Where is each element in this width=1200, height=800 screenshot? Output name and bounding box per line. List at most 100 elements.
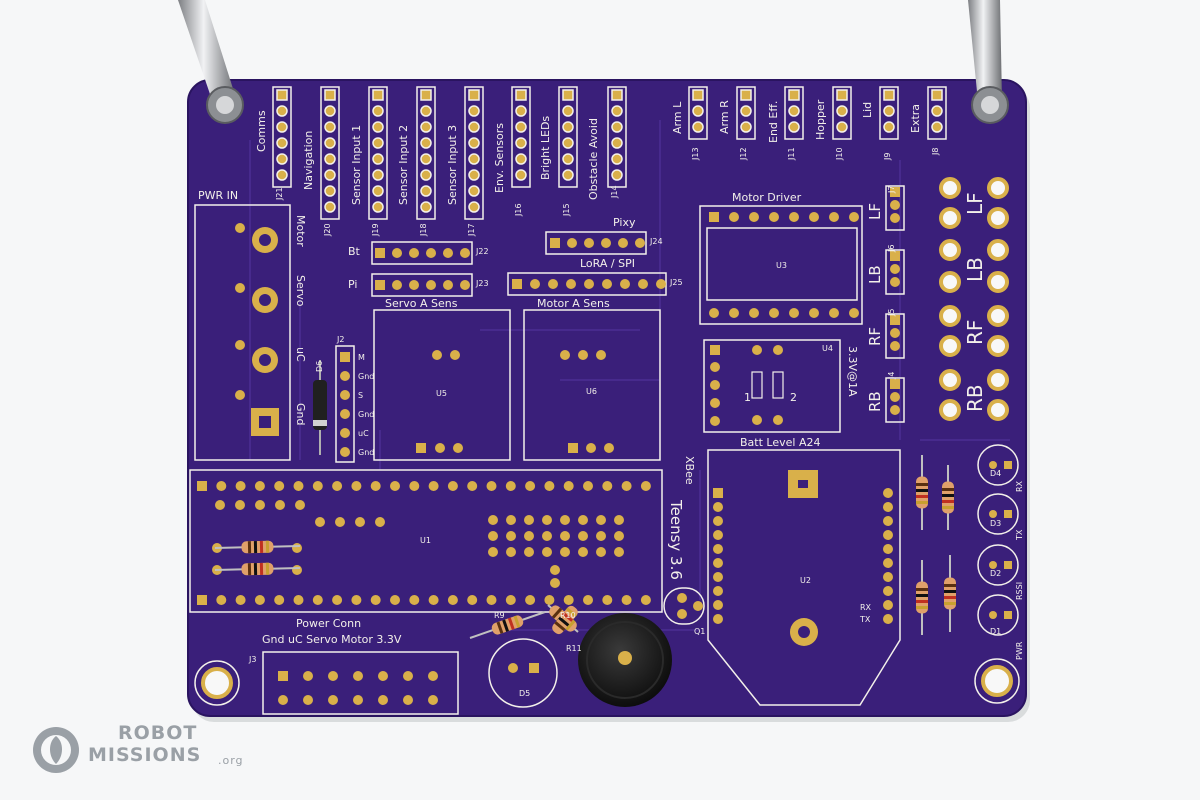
pad	[375, 248, 385, 258]
label-power-conn: Power Conn	[296, 617, 362, 630]
pad	[890, 341, 900, 351]
pad	[583, 595, 593, 605]
pad	[468, 89, 480, 101]
label-lb: LB	[963, 257, 987, 282]
pad	[506, 531, 516, 541]
pad	[332, 595, 343, 605]
pad	[883, 558, 893, 568]
pad	[275, 500, 285, 510]
pad	[829, 308, 839, 318]
pad	[409, 595, 420, 605]
pad	[883, 544, 893, 554]
pad	[428, 481, 439, 491]
pad	[276, 121, 288, 133]
pad	[542, 531, 552, 541]
ref-j15: J15	[562, 203, 571, 216]
pad	[602, 481, 613, 491]
pad	[788, 89, 800, 101]
pad	[563, 481, 574, 491]
pad	[428, 695, 438, 705]
pad	[713, 600, 723, 610]
pad	[324, 153, 336, 165]
pad	[254, 595, 265, 605]
label-batt-level: Batt Level A24	[740, 436, 821, 449]
ref-j18: J18	[419, 223, 428, 236]
pad	[254, 481, 265, 491]
pad	[420, 89, 432, 101]
pad	[372, 153, 384, 165]
ref-u5: U5	[436, 389, 447, 398]
resistor-r1	[214, 540, 301, 554]
pad	[235, 500, 245, 510]
pad	[488, 531, 498, 541]
pad	[372, 137, 384, 149]
pad	[409, 248, 419, 258]
pad	[315, 517, 325, 527]
ref-r11: R11	[566, 644, 582, 653]
pad	[443, 248, 453, 258]
pad	[468, 137, 480, 149]
pad	[370, 481, 381, 491]
pad	[560, 515, 570, 525]
pad	[638, 279, 648, 289]
pad	[713, 502, 723, 512]
pad	[447, 595, 458, 605]
pad	[578, 531, 588, 541]
pad	[390, 481, 400, 491]
label-1: 1	[744, 391, 751, 404]
pad	[515, 137, 527, 149]
label-lid: Lid	[861, 101, 874, 118]
pad	[468, 105, 480, 117]
pad	[596, 515, 606, 525]
ref-u3: U3	[776, 261, 787, 270]
pad	[467, 595, 478, 605]
pad	[276, 137, 288, 149]
pad	[836, 121, 848, 133]
pad	[621, 481, 632, 491]
pad	[829, 212, 839, 222]
label-comms: Comms	[255, 110, 268, 152]
pad	[392, 248, 402, 258]
pad	[542, 515, 552, 525]
pad	[713, 572, 723, 582]
label-lb-small: LB	[866, 265, 884, 284]
label-end-eff: End Eff.	[767, 100, 780, 143]
pad	[883, 586, 893, 596]
pad	[420, 137, 432, 149]
label-sensor-3: Sensor Input 3	[446, 124, 459, 205]
wheel-pad	[939, 305, 961, 327]
pad	[420, 169, 432, 181]
pad	[324, 169, 336, 181]
label-pi: Pi	[348, 278, 358, 291]
pad	[621, 595, 632, 605]
pad	[601, 238, 611, 248]
pad	[460, 280, 470, 290]
ref-d1: D1	[990, 627, 1002, 636]
pad	[525, 595, 536, 605]
pad	[235, 481, 246, 491]
pad	[740, 89, 752, 101]
pad	[890, 251, 900, 261]
label-power-conn-pins: Gnd uC Servo Motor 3.3V	[262, 633, 402, 646]
resistor-r11	[552, 605, 578, 635]
label-tx: TX	[860, 615, 871, 624]
ref-j17: J17	[467, 223, 476, 236]
pad	[340, 409, 350, 419]
label-rb: RB	[963, 384, 987, 412]
label-motor: Motor	[294, 215, 307, 247]
pad	[562, 121, 574, 133]
pad	[335, 517, 345, 527]
pad	[216, 481, 227, 491]
pad	[883, 614, 893, 624]
ref-j12: J12	[739, 147, 748, 160]
pad	[596, 531, 606, 541]
wheel-pad	[987, 207, 1009, 229]
pad	[515, 153, 527, 165]
pad	[353, 695, 363, 705]
wheel-pad	[987, 335, 1009, 357]
ref-j22: J22	[476, 247, 489, 256]
pad	[713, 544, 723, 554]
j2-pin-gnd-1: Gnd	[358, 372, 375, 381]
pad	[849, 212, 859, 222]
ref-j9: J9	[883, 152, 892, 160]
